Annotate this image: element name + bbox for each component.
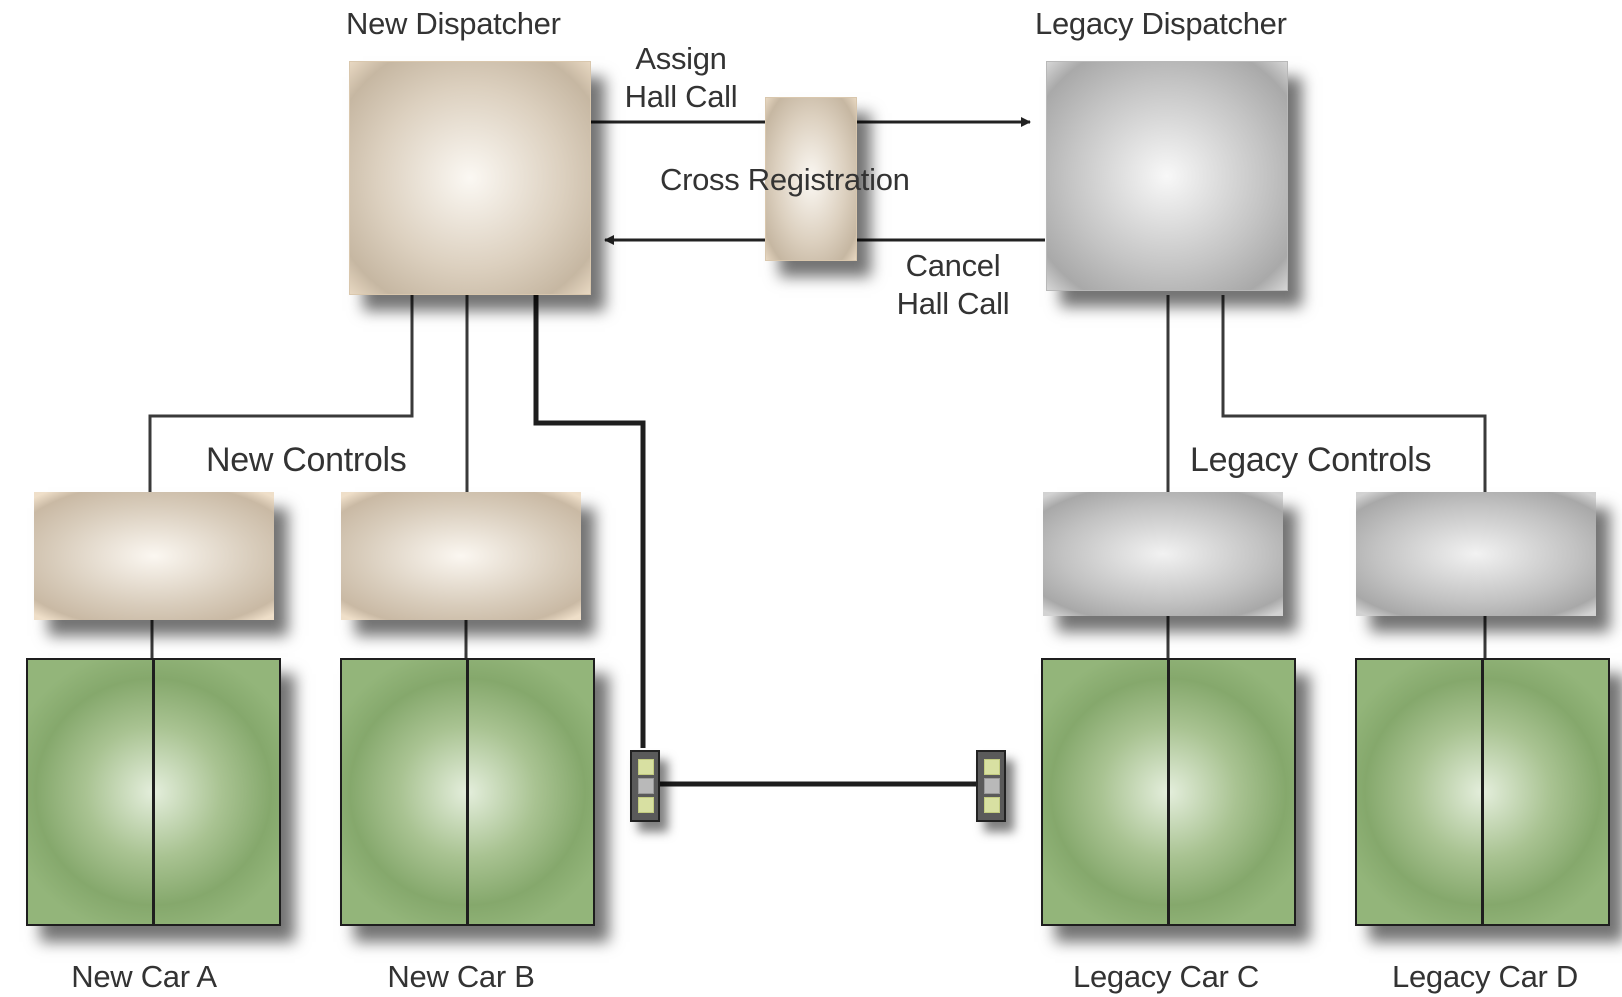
car-b: [340, 658, 595, 926]
legacy-controls-label: Legacy Controls: [1190, 441, 1432, 479]
cancel-hall-call-label: Cancel Hall Call: [896, 248, 1010, 321]
legacy-controls-box-c: [1043, 492, 1283, 616]
legacy-dispatcher-label: Legacy Dispatcher: [1035, 6, 1287, 41]
car-label-d: Legacy Car D: [1392, 959, 1578, 994]
signal-lamp-icon: [638, 797, 654, 813]
car-label-a: New Car A: [71, 959, 217, 994]
cross-registration-module: [765, 97, 857, 261]
car-door-seam: [1481, 660, 1484, 924]
assign-hall-call-label: Assign Hall Call: [624, 41, 738, 114]
car-c: [1041, 658, 1296, 926]
wire-legacy-dispatcher-to-controls-d: [1221, 295, 1487, 492]
new-dispatcher-label: New Dispatcher: [346, 6, 561, 41]
signal-lamp-icon: [984, 759, 1000, 775]
signal-lamp-icon: [984, 797, 1000, 813]
car-label-c: Legacy Car C: [1073, 959, 1259, 994]
signal-lamp-icon: [984, 778, 1000, 794]
car-label-b: New Car B: [387, 959, 535, 994]
car-door-seam: [1167, 660, 1170, 924]
car-d: [1355, 658, 1610, 926]
legacy-dispatcher-box: [1046, 61, 1288, 291]
new-controls-box-a: [34, 492, 274, 620]
hall-signal-new-icon: [630, 750, 660, 822]
signal-lamp-icon: [638, 759, 654, 775]
wire-new-dispatcher-to-hall-signal: [533, 295, 646, 748]
signal-lamp-icon: [638, 778, 654, 794]
new-controls-box-b: [341, 492, 581, 620]
legacy-controls-box-d: [1356, 492, 1596, 616]
wire-new-dispatcher-to-controls-a: [148, 295, 414, 492]
new-controls-label: New Controls: [206, 441, 407, 479]
hall-signal-legacy-icon: [976, 750, 1006, 822]
car-door-seam: [466, 660, 469, 924]
car-door-seam: [152, 660, 155, 924]
new-dispatcher-box: [349, 61, 591, 295]
cross-registration-label: Cross Registration: [660, 162, 910, 197]
car-a: [26, 658, 281, 926]
